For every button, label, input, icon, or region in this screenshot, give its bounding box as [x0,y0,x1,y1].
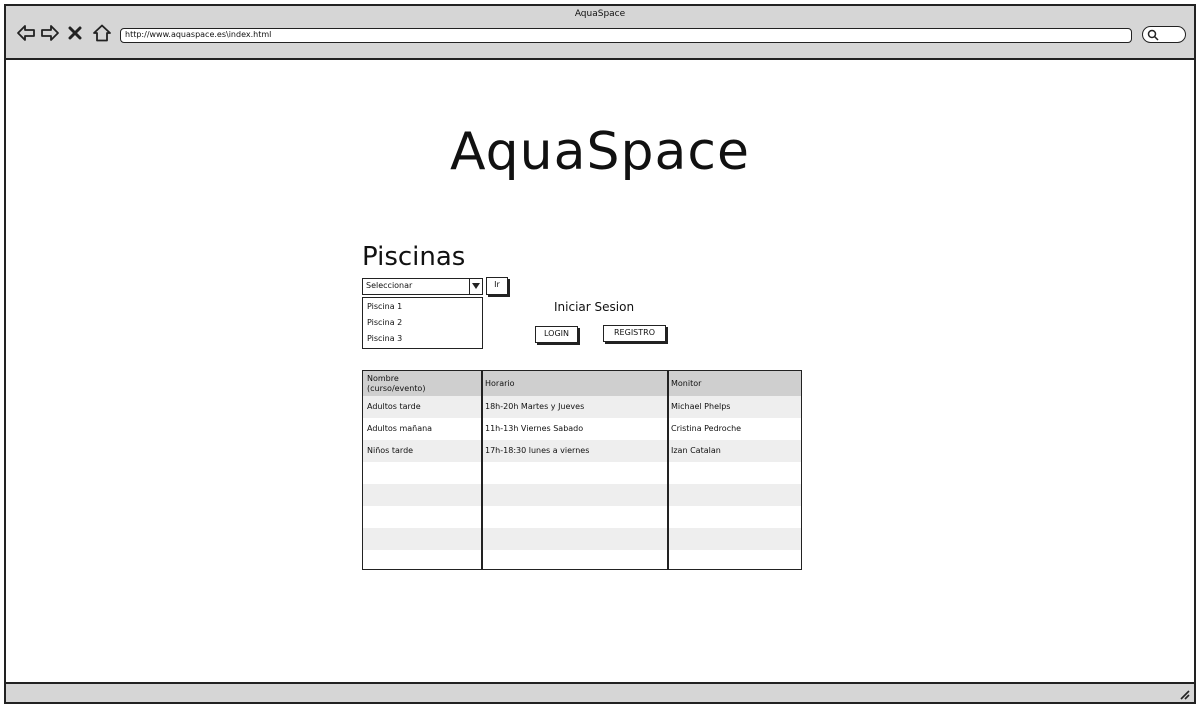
pool-option[interactable]: Piscina 1 [367,302,403,311]
resize-grip-icon[interactable] [1178,688,1190,700]
table-row[interactable]: Adultos mañana 11h-13h Viernes Sabado Cr… [363,418,801,440]
search-field[interactable] [1142,26,1186,43]
cell-schedule: 17h-18:30 lunes a viernes [485,446,590,455]
cell-name: Adultos tarde [367,402,421,411]
column-header-schedule: Horario [485,379,515,388]
table-row[interactable]: Niños tarde 17h-18:30 lunes a viernes Iz… [363,440,801,462]
table-row[interactable]: Adultos tarde 18h-20h Martes y Jueves Mi… [363,396,801,418]
cell-name: Adultos mañana [367,424,433,433]
search-icon [1147,29,1159,41]
table-header: Nombre (curso/evento) Horario Monitor [363,371,801,396]
column-divider [667,371,669,569]
pool-dropdown-list: Piscina 1 Piscina 2 Piscina 3 [362,297,483,349]
pool-select[interactable]: Seleccionar [362,278,483,295]
pools-heading: Piscinas [362,242,466,272]
table-row[interactable] [363,550,801,569]
close-icon[interactable] [68,24,82,42]
arrow-right-icon[interactable] [40,24,60,42]
pool-select-value: Seleccionar [366,281,413,290]
cell-schedule: 18h-20h Martes y Jueves [485,402,585,411]
browser-window: AquaSpace http://www.aquaspace.es\index.… [4,4,1196,704]
cell-name: Niños tarde [367,446,414,455]
page-title: AquaSpace [450,122,750,182]
column-divider [481,371,483,569]
page-content: AquaSpace Piscinas Seleccionar Ir Piscin… [6,62,1194,684]
column-header-name: Nombre (curso/evento) [367,374,426,393]
go-button[interactable]: Ir [486,277,508,295]
table-row[interactable] [363,462,801,484]
status-bar [6,682,1194,702]
chevron-down-icon[interactable] [469,279,482,294]
browser-toolbar: AquaSpace http://www.aquaspace.es\index.… [6,6,1194,60]
table-row[interactable] [363,528,801,550]
home-icon[interactable] [92,24,112,42]
register-button[interactable]: REGISTRO [603,325,666,342]
login-button[interactable]: LOGIN [535,326,578,343]
cell-monitor: Michael Phelps [671,402,731,411]
column-header-monitor: Monitor [671,379,702,388]
window-title: AquaSpace [574,9,626,19]
address-bar[interactable]: http://www.aquaspace.es\index.html [120,28,1132,43]
pool-option[interactable]: Piscina 3 [367,334,403,343]
pool-option[interactable]: Piscina 2 [367,318,403,327]
cell-monitor: Izan Catalan [671,446,721,455]
login-heading: Iniciar Sesion [554,300,635,314]
arrow-left-icon[interactable] [16,24,36,42]
cell-schedule: 11h-13h Viernes Sabado [485,424,584,433]
table-row[interactable] [363,484,801,506]
table-row[interactable] [363,506,801,528]
schedule-table: Nombre (curso/evento) Horario Monitor Ad… [362,370,802,570]
cell-monitor: Cristina Pedroche [671,424,742,433]
